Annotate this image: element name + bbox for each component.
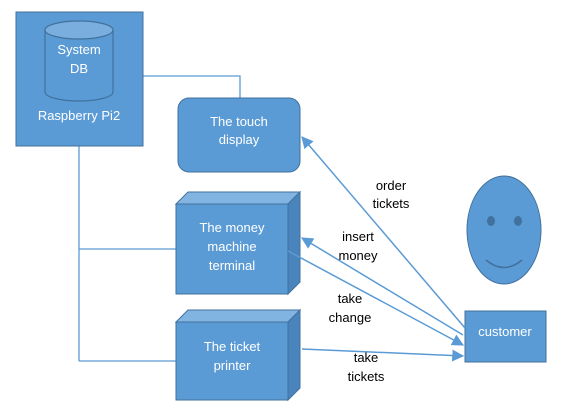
edge-labels: order tickets insert money take change t… — [329, 178, 410, 384]
money-machine-top-face — [174, 191, 302, 205]
ticket-printer-label-line2: printer — [214, 358, 252, 373]
db-label-line1: System — [57, 42, 100, 57]
ticket-printer-node: The ticket printer — [174, 308, 302, 402]
label-take-change-line2: change — [329, 310, 372, 325]
raspberry-pi-label: Raspberry Pi2 — [38, 108, 120, 123]
arrows — [287, 136, 466, 362]
ticket-printer-top-face — [174, 309, 302, 323]
money-machine-label-line1: The money — [199, 220, 265, 235]
money-machine-side-face — [287, 190, 301, 296]
label-take-tickets-line1: take — [354, 350, 379, 365]
left-eye — [487, 216, 495, 226]
ticket-printer-front-face — [175, 321, 289, 401]
raspberry-pi-node: System DB Raspberry Pi2 — [15, 11, 144, 147]
money-machine-front-face — [175, 203, 289, 295]
touch-display-label-line2: display — [219, 132, 260, 147]
customer-label: customer — [478, 324, 532, 339]
label-order-tickets-line1: order — [376, 178, 407, 193]
arrow-take-tickets — [301, 348, 465, 362]
smiley-face-icon — [466, 175, 542, 285]
label-order-tickets-line2: tickets — [373, 196, 410, 211]
ticket-printer-label-line1: The ticket — [204, 339, 261, 354]
arrow-insert-money — [300, 237, 464, 336]
arrow-order-tickets — [301, 136, 466, 329]
money-machine-node: The money machine terminal — [174, 190, 302, 296]
money-machine-label-line3: terminal — [209, 258, 255, 273]
connectors — [78, 75, 241, 362]
customer-box — [464, 310, 547, 363]
smile — [485, 259, 523, 269]
arrow-take-change — [287, 250, 465, 346]
ticket-printer-side-face — [287, 308, 301, 402]
database-cylinder-icon — [44, 20, 114, 102]
right-eye — [514, 216, 522, 226]
touch-display-node: The touch display — [177, 97, 301, 173]
db-label-line2: DB — [70, 61, 88, 76]
label-take-change-line1: take — [338, 291, 363, 306]
label-take-tickets-line2: tickets — [348, 369, 385, 384]
touch-display-box — [177, 97, 301, 173]
connector-pi-to-touch-display — [143, 75, 241, 98]
label-insert-money-line1: insert — [342, 229, 374, 244]
money-machine-label-line2: machine — [207, 239, 256, 254]
label-insert-money-line2: money — [338, 248, 378, 263]
touch-display-label-line1: The touch — [210, 114, 268, 129]
customer-node: customer — [464, 310, 547, 363]
